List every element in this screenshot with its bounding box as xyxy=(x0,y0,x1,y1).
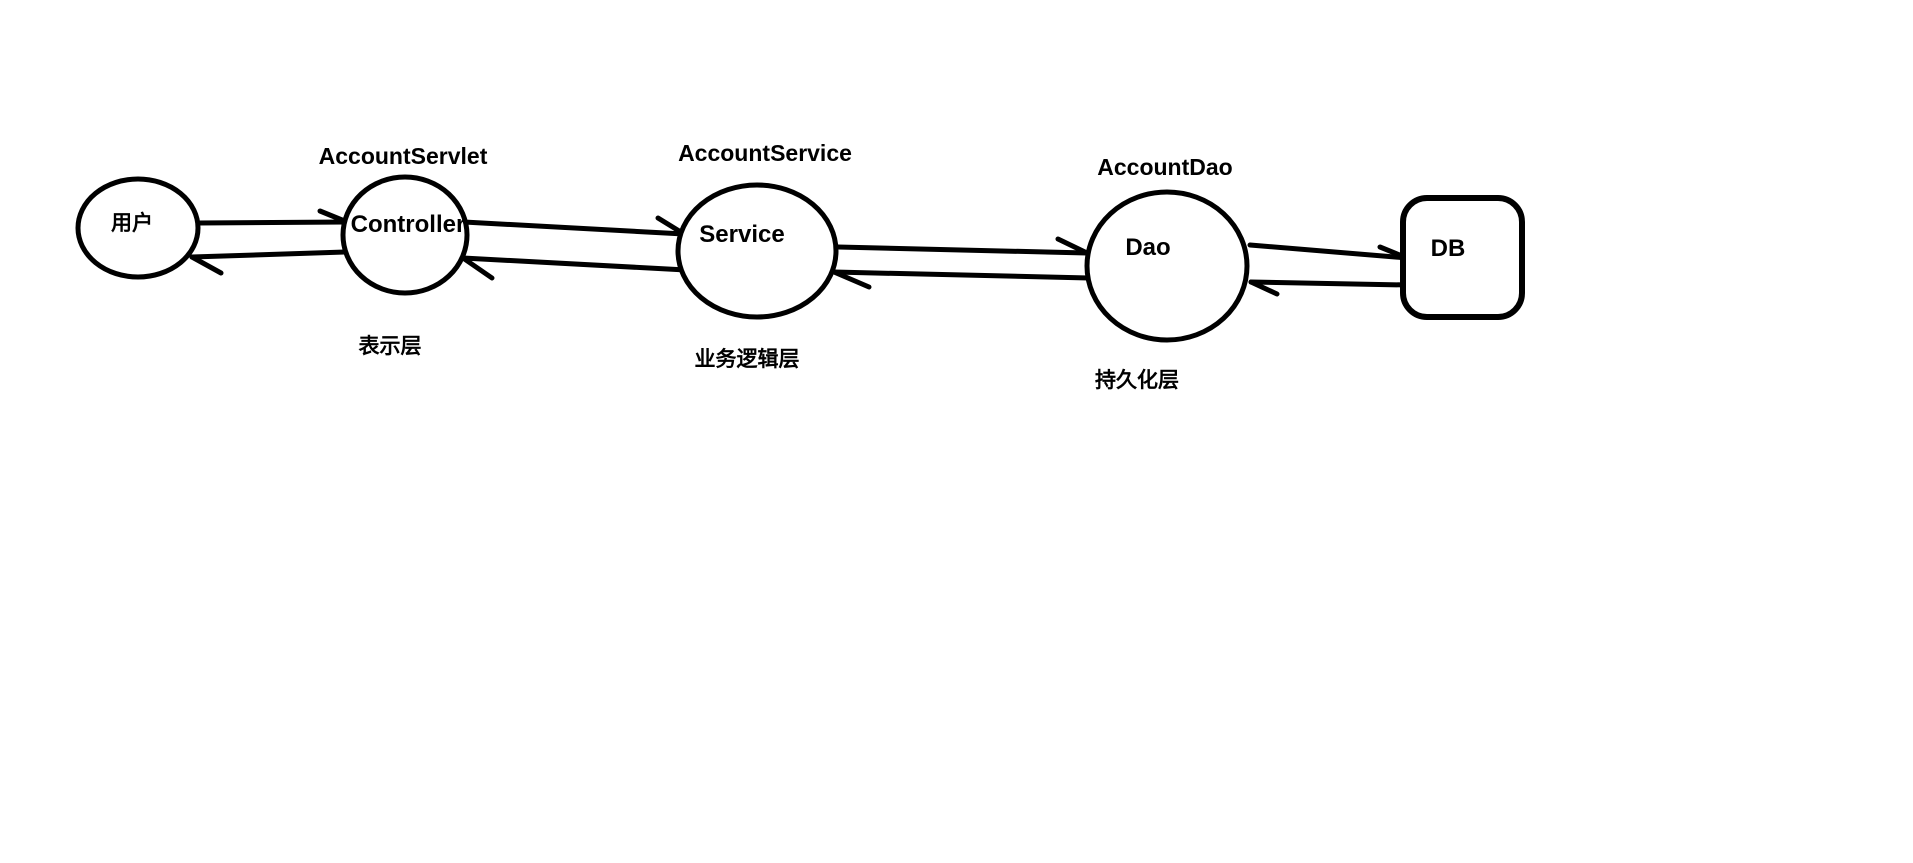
edge-dao-to-db xyxy=(1247,242,1410,261)
edge-db-to-dao xyxy=(1248,279,1410,297)
node-user: 用户 xyxy=(75,176,201,280)
service-layer-label: 业务逻辑层 xyxy=(695,347,800,371)
node-controller: AccountServlet Controller 表示层 xyxy=(319,143,488,358)
controller-circle xyxy=(340,174,470,296)
edge-dao-to-service xyxy=(831,269,1092,290)
edge-controller-to-service xyxy=(461,215,687,237)
edge-service-to-controller xyxy=(460,255,689,281)
db-node-label: DB xyxy=(1431,235,1466,262)
edge-user-to-controller xyxy=(195,208,350,226)
edge-controller-to-user xyxy=(189,249,348,276)
service-class-label: AccountService xyxy=(678,140,852,166)
dao-node-label: Dao xyxy=(1125,234,1170,261)
node-service: AccountService Service 业务逻辑层 xyxy=(675,140,852,371)
controller-class-label: AccountServlet xyxy=(319,143,488,169)
controller-layer-label: 表示层 xyxy=(359,335,422,358)
service-node-label: Service xyxy=(699,221,784,248)
edge-service-to-dao xyxy=(835,236,1090,256)
controller-node-label: Controller xyxy=(351,211,466,238)
user-circle xyxy=(75,176,201,280)
db-box xyxy=(1400,195,1525,320)
node-db: DB xyxy=(1400,195,1525,320)
node-dao: AccountDao Dao 持久化层 xyxy=(1084,154,1250,392)
dao-layer-label: 持久化层 xyxy=(1095,368,1179,392)
dao-circle xyxy=(1084,189,1250,343)
user-node-label: 用户 xyxy=(111,211,153,235)
service-circle xyxy=(675,182,839,320)
dao-class-label: AccountDao xyxy=(1097,154,1232,180)
